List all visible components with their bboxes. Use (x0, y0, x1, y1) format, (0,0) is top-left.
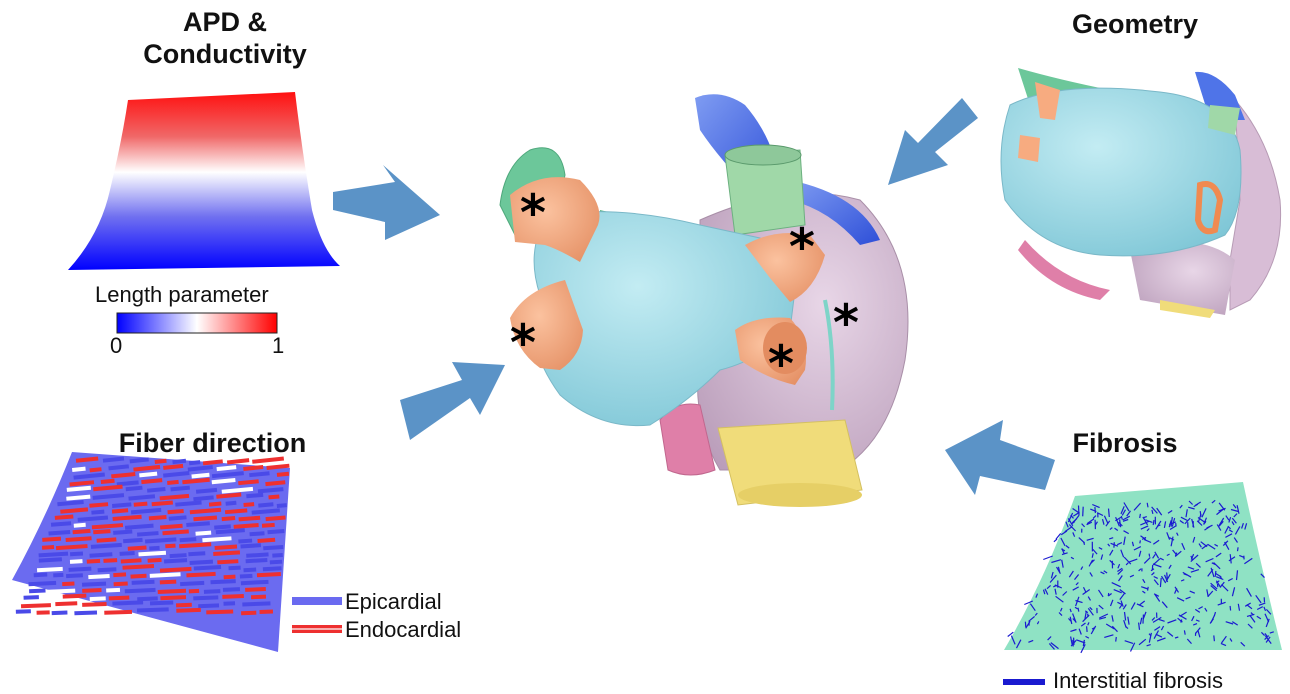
fiber-stripe (114, 582, 128, 587)
fiber-stripe (241, 611, 256, 616)
fibrosis-stroke (1087, 626, 1088, 632)
fiber-stripe (251, 595, 266, 600)
fiber-stripe (53, 573, 63, 578)
fibrosis-stroke (1238, 547, 1239, 551)
fibrosis-stroke (1230, 606, 1231, 611)
fibrosis-stroke (1200, 511, 1201, 516)
geometry-model (1001, 68, 1281, 318)
fiber-stripe (42, 545, 54, 550)
fiber-stripe (270, 560, 283, 565)
fiber-stripe (82, 602, 107, 607)
fiber-stripe (113, 572, 126, 577)
epicardial-legend-swatch (292, 597, 342, 605)
fibrosis-tissue-block (1004, 482, 1282, 653)
fiber-title: Fiber direction (105, 427, 320, 459)
fibrosis-stroke (1084, 542, 1085, 545)
endocardial-legend-swatch-inner (292, 628, 342, 630)
fibrosis-stroke (1116, 637, 1117, 642)
fiber-stripe (165, 544, 175, 549)
apd-title-line1: APD & (110, 6, 340, 38)
marker-asterisk-3: * (789, 218, 815, 276)
colorbar-max-label: 1 (272, 333, 284, 359)
fiber-stripe (24, 595, 39, 600)
fiber-stripe (149, 546, 160, 551)
fibrosis-stroke (1149, 554, 1150, 557)
fiber-stripe (148, 558, 162, 563)
arrow-geometry-to-model (888, 98, 978, 185)
fiber-stripe (70, 552, 83, 557)
marker-asterisk-1: * (520, 184, 546, 242)
fiber-stripe (103, 558, 117, 563)
fibrosis-stroke (1109, 509, 1110, 517)
fiber-stripe (104, 610, 132, 615)
fiber-stripe (176, 608, 201, 613)
fiber-stripe (204, 589, 221, 594)
fiber-stripe (272, 553, 283, 558)
fiber-stripe (240, 574, 253, 579)
fiber-stripe (160, 580, 177, 585)
fiber-stripe (243, 568, 256, 573)
fiber-stripe (176, 603, 192, 608)
fiber-stripe (62, 582, 74, 587)
fiber-stripe (16, 609, 31, 614)
fiber-stripe (198, 603, 219, 608)
fibrosis-stroke (1079, 506, 1080, 516)
fibrosis-stroke (1147, 503, 1148, 508)
fiber-stripe (55, 601, 77, 606)
interstitial-fibrosis-legend-swatch (1003, 679, 1045, 685)
fibrosis-title: Fibrosis (1060, 427, 1190, 459)
fibrosis-legend-label: Interstitial fibrosis (1053, 668, 1223, 694)
colorbar-min-label: 0 (110, 333, 122, 359)
fiber-stripe (189, 589, 199, 593)
fiber-stripe (227, 458, 249, 464)
fiber-stripe (52, 611, 68, 616)
marker-asterisk-5: * (833, 294, 859, 352)
fibrosis-stroke (1088, 614, 1089, 617)
fiber-tissue-block (12, 452, 290, 652)
endocardial-legend-label: Endocardial (345, 617, 461, 643)
fiber-stripe (130, 574, 146, 579)
fiber-stripe (223, 587, 240, 592)
arrow-fibrosis-to-model (945, 420, 1055, 495)
fibrosis-stroke (1140, 540, 1141, 543)
fiber-stripe (223, 601, 235, 605)
fiber-stripe (34, 572, 48, 577)
fiber-stripe (277, 503, 287, 508)
marker-asterisk-2: * (510, 314, 536, 372)
fiber-stripe (44, 594, 59, 599)
fiber-stripe (74, 611, 97, 616)
colorbar-label: Length parameter (95, 282, 269, 308)
geometry-title: Geometry (1040, 8, 1230, 40)
fibrosis-stroke (1153, 520, 1154, 525)
fibrosis-stroke (1083, 507, 1084, 517)
fibrosis-stroke (1167, 572, 1168, 578)
colorbar-gradient (117, 313, 277, 333)
apd-tissue-block (68, 92, 340, 270)
fiber-stripe (90, 596, 106, 601)
fiber-stripe (224, 575, 236, 580)
apd-title: APD & Conductivity (110, 6, 340, 70)
fiber-stripe (70, 559, 83, 564)
fiber-stripe (106, 588, 120, 593)
fiber-stripe (228, 566, 240, 571)
fibrosis-stroke (1184, 630, 1185, 634)
fibrosis-stroke (1140, 514, 1141, 518)
marker-asterisk-4: * (768, 335, 794, 393)
fibrosis-stroke (1078, 608, 1079, 612)
arrow-apd-to-model (333, 165, 440, 240)
fiber-stripe (87, 559, 101, 564)
fibrosis-stroke (1214, 635, 1215, 641)
fibrosis-stroke (1054, 539, 1057, 542)
fibrosis-stroke (1160, 578, 1161, 587)
fiber-stripe (37, 610, 50, 614)
fiber-stripe (260, 610, 274, 614)
fiber-stripe (21, 603, 51, 608)
fibrosis-stroke (1095, 507, 1096, 513)
apd-title-line2: Conductivity (110, 38, 340, 70)
arrow-fiber-to-model (400, 362, 505, 440)
epicardial-legend-label: Epicardial (345, 589, 442, 615)
fiber-stripe (29, 588, 46, 593)
